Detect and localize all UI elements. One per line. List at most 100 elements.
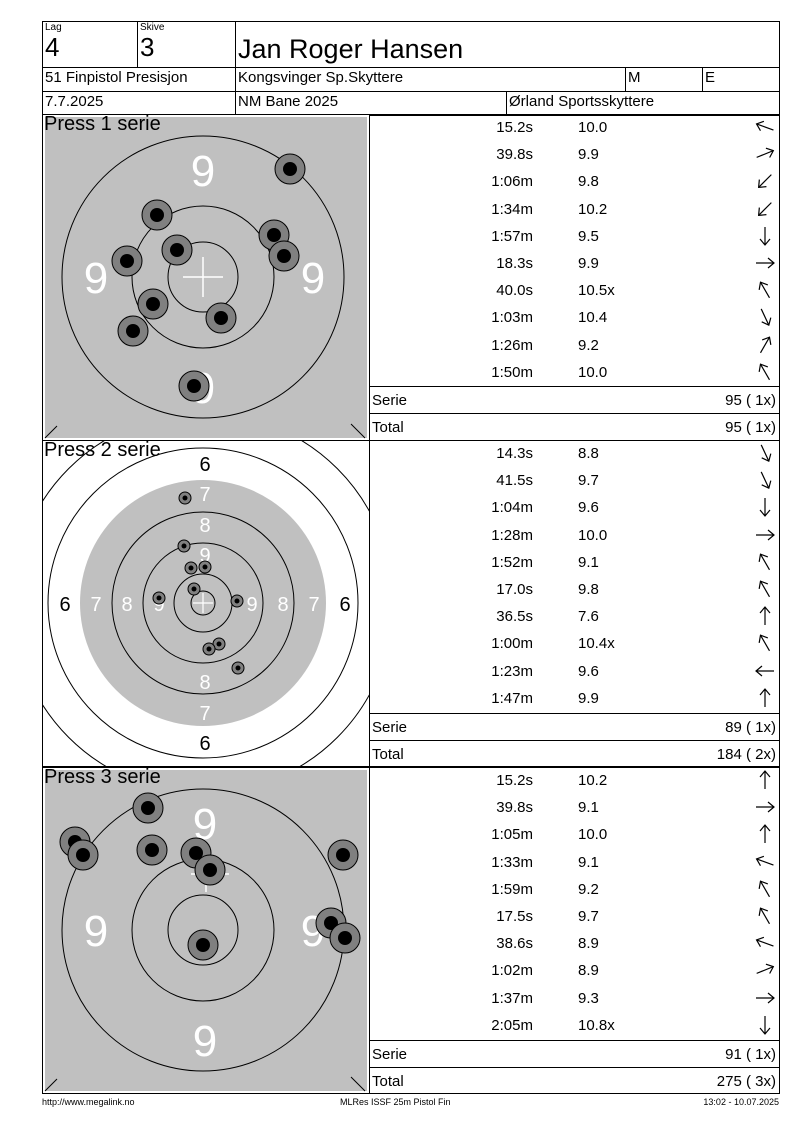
lag-label: Lag xyxy=(45,22,62,33)
shot-score: 10.5x xyxy=(578,282,615,300)
shot-hole xyxy=(177,539,191,553)
club-name: Kongsvinger Sp.Skyttere xyxy=(238,69,404,86)
shot-time: 1:05m xyxy=(491,826,533,844)
shot-hole xyxy=(161,234,193,266)
direction-arrow-icon xyxy=(759,498,771,518)
event-cell: NM Bane 2025 xyxy=(235,91,507,116)
serie-row: Serie 89 ( 1x) xyxy=(370,713,779,741)
shot-time: 1:06m xyxy=(491,173,533,191)
direction-arrow-icon xyxy=(756,964,775,975)
direction-arrow-icon xyxy=(760,444,772,463)
shot-score: 8.9 xyxy=(578,962,599,980)
ring-number: 6 xyxy=(199,454,210,476)
shot-score: 9.8 xyxy=(578,581,599,598)
direction-arrow-icon xyxy=(760,308,772,327)
shot-time: 1:52m xyxy=(491,553,533,571)
shot-score: 8.9 xyxy=(578,935,599,953)
shot-score: 8.8 xyxy=(578,445,599,462)
shot-row: 1:03m 10.4 xyxy=(370,305,779,332)
shot-hole xyxy=(194,854,226,886)
shot-row: 1:05m 10.0 xyxy=(370,822,779,849)
direction-arrow-icon xyxy=(759,687,771,707)
direction-arrow-icon xyxy=(760,471,772,490)
shot-score: 9.1 xyxy=(578,799,599,817)
shot-time: 41.5s xyxy=(496,472,533,490)
total-value: 95 ( 1x) xyxy=(725,419,776,436)
skive-value: 3 xyxy=(140,32,155,62)
shot-time: 1:00m xyxy=(491,635,533,653)
shooter-name: Jan Roger Hansen xyxy=(238,34,464,64)
ring-number: 6 xyxy=(199,733,210,755)
shot-hole xyxy=(327,839,359,871)
shot-time: 1:47m xyxy=(491,689,533,707)
shot-hole xyxy=(187,582,201,596)
shot-score: 9.9 xyxy=(578,255,599,272)
direction-arrow-icon xyxy=(756,147,775,159)
direction-arrow-icon xyxy=(759,770,771,789)
serie-label: Serie xyxy=(372,1046,408,1063)
ring-number: 6 xyxy=(59,594,70,616)
shot-time: 15.2s xyxy=(496,119,533,136)
date: 7.7.2025 xyxy=(45,93,104,110)
direction-arrow-icon xyxy=(755,855,774,866)
shot-time: 15.2s xyxy=(496,772,533,789)
shot-score: 10.2 xyxy=(578,200,608,218)
ring-number: 9 xyxy=(193,1017,217,1066)
ring-number: 7 xyxy=(308,594,319,616)
shot-hole xyxy=(212,637,226,651)
shot-hole xyxy=(329,922,361,954)
total-value: 275 ( 3x) xyxy=(716,1073,776,1090)
name-cell: Jan Roger Hansen xyxy=(235,21,780,68)
shot-time: 1:03m xyxy=(491,309,533,327)
shot-score: 10.4x xyxy=(578,635,615,653)
direction-arrow-icon xyxy=(755,665,774,677)
direction-arrow-icon xyxy=(757,201,772,216)
direction-arrow-icon xyxy=(758,907,771,925)
shot-time: 1:33m xyxy=(491,853,533,871)
shot-hole xyxy=(198,560,212,574)
skive-cell: Skive 3 xyxy=(137,21,236,68)
direction-arrow-icon xyxy=(758,553,771,570)
event-name: NM Bane 2025 xyxy=(238,93,339,110)
lag-value: 4 xyxy=(45,32,60,62)
shot-score: 10.8x xyxy=(578,1016,615,1034)
shot-hole xyxy=(117,315,149,347)
shot-score: 7.6 xyxy=(578,608,599,626)
shot-hole xyxy=(152,591,166,605)
ring-number: 8 xyxy=(277,594,288,616)
shot-hole xyxy=(205,302,237,334)
footer-url[interactable]: http://www.megalink.no xyxy=(42,1097,135,1107)
direction-arrow-icon xyxy=(755,936,774,948)
direction-arrow-icon xyxy=(759,606,771,626)
shot-hole xyxy=(268,240,300,272)
shot-hole xyxy=(111,245,143,277)
shot-score: 10.0 xyxy=(578,826,608,844)
ring-number: 8 xyxy=(199,515,210,537)
shot-score: 9.1 xyxy=(578,853,599,871)
organizer-cell: Ørland Sportsskyttere xyxy=(506,91,780,116)
shot-time: 1:23m xyxy=(491,662,533,680)
direction-arrow-icon xyxy=(758,634,771,652)
direction-arrow-icon xyxy=(756,801,775,813)
shot-score: 9.5 xyxy=(578,227,599,245)
shot-score: 10.4 xyxy=(578,309,608,327)
shot-score: 10.2 xyxy=(578,772,608,789)
shot-score: 9.8 xyxy=(578,173,599,191)
direction-arrow-icon xyxy=(756,992,775,1004)
e-cell: E xyxy=(702,67,780,92)
shot-time: 17.5s xyxy=(496,908,533,925)
e-label: E xyxy=(705,69,716,86)
footer-software: MLRes ISSF 25m Pistol Fin xyxy=(340,1097,451,1107)
